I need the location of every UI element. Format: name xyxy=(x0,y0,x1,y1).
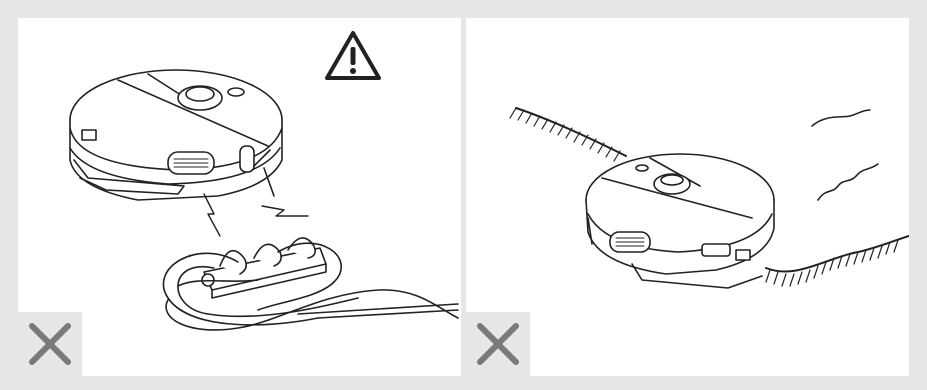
spark-left xyxy=(204,194,220,236)
robot-lidar xyxy=(654,174,690,194)
cable-loop-4 xyxy=(166,290,458,330)
panel-carpet-edge xyxy=(466,18,909,376)
cross-mark-icon xyxy=(466,312,530,376)
carpet-ripple-2 xyxy=(818,164,878,200)
robot-vacuum-cables-illustration xyxy=(18,18,461,376)
warning-triangle-icon xyxy=(324,30,382,82)
carpet-ripple-1 xyxy=(812,110,870,126)
robot-vacuum-carpet-illustration xyxy=(466,18,909,376)
spark-right xyxy=(262,206,308,216)
cross-mark-icon xyxy=(18,312,82,376)
carpet-edge-bottom xyxy=(766,236,909,272)
panel-cable-hazard xyxy=(18,18,461,376)
robot-lidar xyxy=(178,86,222,110)
carpet-edge-top xyxy=(516,108,626,156)
cross-mark-badge xyxy=(18,312,82,376)
cross-mark-badge xyxy=(466,312,530,376)
